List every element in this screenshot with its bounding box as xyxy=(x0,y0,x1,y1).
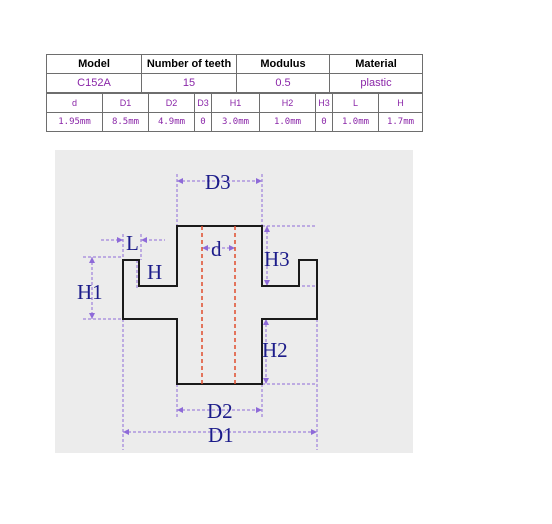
dimension-header-cell: H3 xyxy=(315,93,333,113)
label-h: H xyxy=(147,260,162,284)
spec-value-cell: plastic xyxy=(329,73,423,93)
gear-cross-section-drawing: D3 d L H H1 H3 H2 D2 D1 xyxy=(55,150,413,453)
label-h1: H1 xyxy=(77,280,103,304)
dimension-value-cell: 3.0mm xyxy=(211,112,260,132)
dimension-table: d D1 D2 D3 H1 H2 H3 L H 1.95mm 8.5mm 4.9… xyxy=(46,93,423,132)
dimension-value-cell: 4.9mm xyxy=(148,112,195,132)
spec-header-cell: Number of teeth xyxy=(141,54,237,74)
spec-value-row: C152A 15 0.5 plastic xyxy=(46,73,423,93)
spec-header-cell: Material xyxy=(329,54,423,74)
label-h3: H3 xyxy=(264,247,290,271)
spec-value-cell: 0.5 xyxy=(236,73,330,93)
dimension-header-row: d D1 D2 D3 H1 H2 H3 L H xyxy=(46,93,423,113)
dimension-lines xyxy=(83,174,318,450)
spec-value-cell: C152A xyxy=(46,73,142,93)
label-d: d xyxy=(211,237,222,261)
spec-header-cell: Model xyxy=(46,54,142,74)
dimension-value-cell: 1.95mm xyxy=(46,112,103,132)
spec-table: Model Number of teeth Modulus Material C… xyxy=(46,54,423,93)
dimension-header-cell: D1 xyxy=(102,93,149,113)
label-d2: D2 xyxy=(207,399,233,423)
label-d1: D1 xyxy=(208,423,234,447)
label-h2: H2 xyxy=(262,338,288,362)
dimension-value-cell: 1.0mm xyxy=(259,112,316,132)
dimension-header-cell: d xyxy=(46,93,103,113)
dimension-header-cell: H xyxy=(378,93,423,113)
spec-header-cell: Modulus xyxy=(236,54,330,74)
spec-header-row: Model Number of teeth Modulus Material xyxy=(46,54,423,74)
dimension-value-row: 1.95mm 8.5mm 4.9mm 0 3.0mm 1.0mm 0 1.0mm… xyxy=(46,112,423,132)
dimension-value-cell: 0 xyxy=(315,112,333,132)
label-l: L xyxy=(126,231,139,255)
dimension-value-cell: 0 xyxy=(194,112,212,132)
dimension-value-cell: 1.7mm xyxy=(378,112,423,132)
gear-outline xyxy=(122,225,318,385)
label-d3: D3 xyxy=(205,170,231,194)
dimension-header-cell: D2 xyxy=(148,93,195,113)
dimension-header-cell: D3 xyxy=(194,93,212,113)
dimension-value-cell: 1.0mm xyxy=(332,112,379,132)
dimension-arrowheads xyxy=(89,178,317,435)
dimension-header-cell: L xyxy=(332,93,379,113)
dimension-value-cell: 8.5mm xyxy=(102,112,149,132)
dimension-header-cell: H2 xyxy=(259,93,316,113)
spec-value-cell: 15 xyxy=(141,73,237,93)
dimension-header-cell: H1 xyxy=(211,93,260,113)
drawing-canvas: D3 d L H H1 H3 H2 D2 D1 xyxy=(77,170,318,450)
bore-lines xyxy=(201,226,236,384)
